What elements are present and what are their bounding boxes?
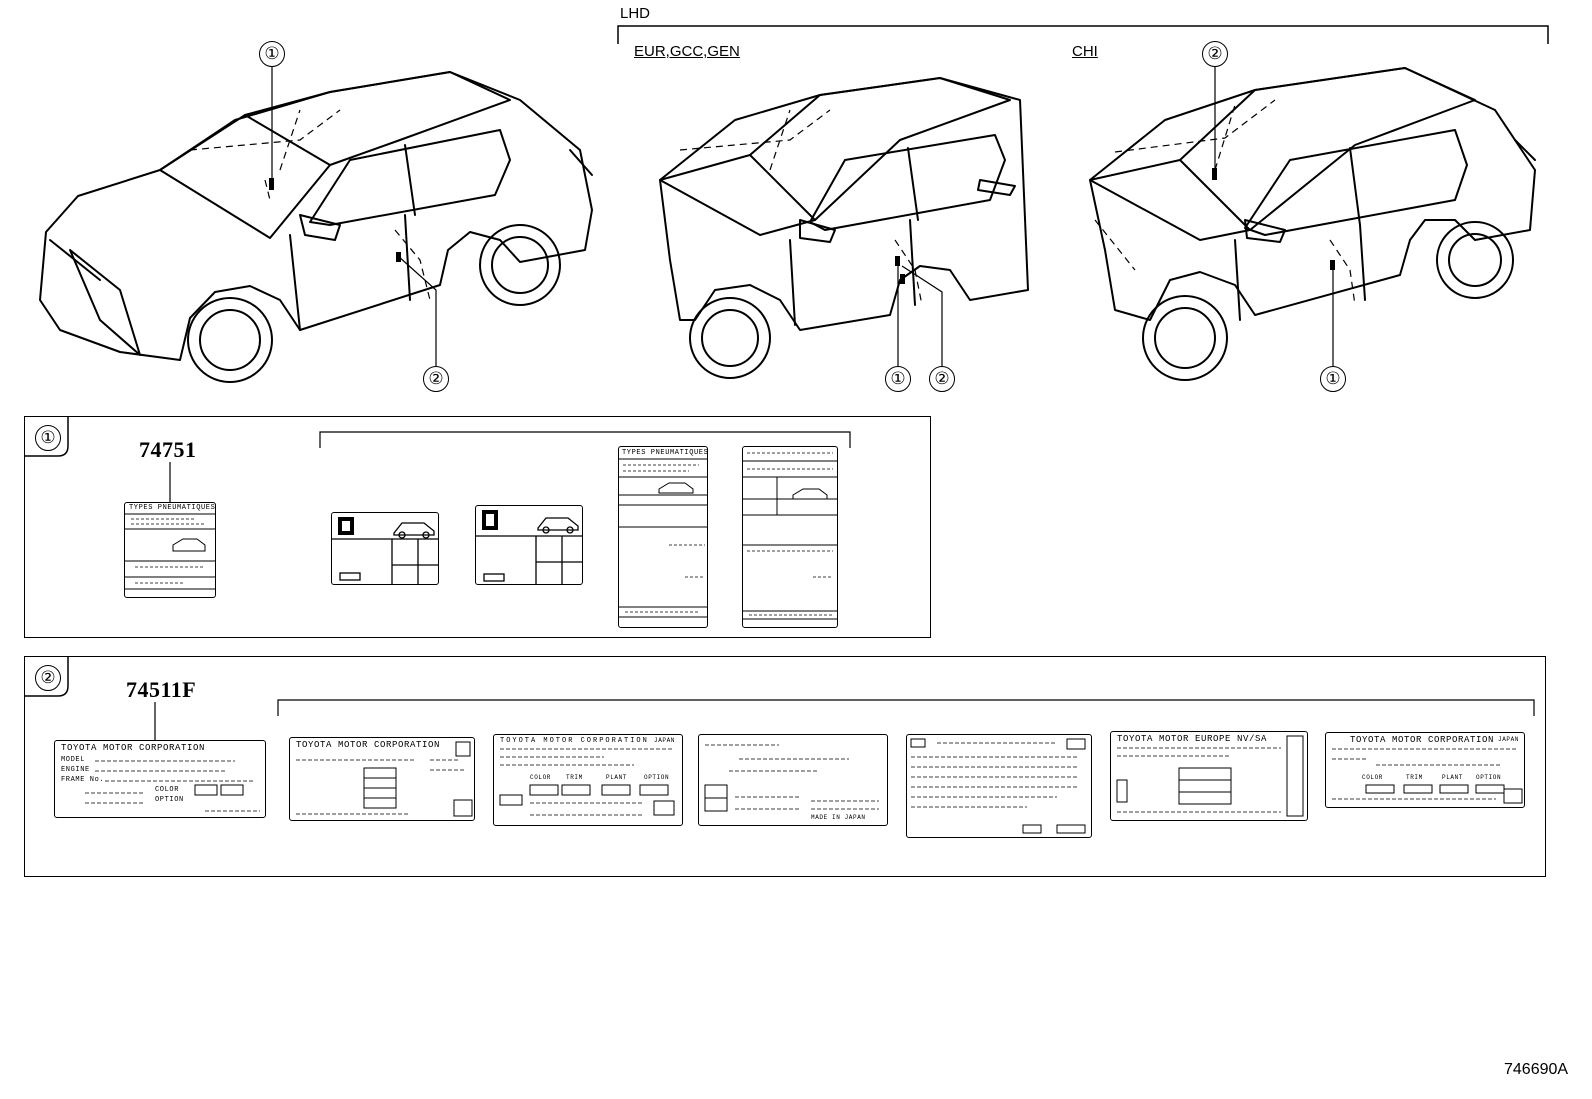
vin-label-7-option: OPTION: [1476, 774, 1502, 781]
callout-2-chi-car: ②: [1202, 41, 1228, 67]
vin-label-5: [906, 734, 1092, 838]
tire-label-tall-b: [742, 446, 838, 628]
vin-label-3-option: OPTION: [644, 774, 670, 781]
vin-label-3: TOYOTA MOTOR CORPORATION JAPAN COLOR TRI…: [493, 734, 683, 826]
lhd-bracket: [617, 25, 1549, 44]
vin-label-7-plant: PLANT: [1442, 774, 1464, 781]
tire-pictogram-label-b: [475, 505, 583, 585]
panel-2-leaders: [154, 699, 1535, 740]
panel-2-callout: ②: [35, 665, 61, 691]
tire-label-main: TYPES PNEUMATIQUES: [124, 502, 216, 598]
panel-tire-labels: [24, 416, 931, 638]
vin-label-color: COLOR: [155, 786, 180, 794]
callout-1-chi-car: ①: [1320, 366, 1346, 392]
vin-label-7-trim: TRIM: [1406, 774, 1423, 781]
vin-label-frame: FRAME No.: [61, 776, 105, 784]
car-illustration-eur: [659, 77, 1029, 379]
vin-label-4-made: MADE IN JAPAN: [811, 814, 866, 821]
vin-label-model: MODEL: [61, 756, 86, 764]
callout-1-eur-car: ①: [885, 366, 911, 392]
vin-label-europe-title: TOYOTA MOTOR EUROPE NV/SA: [1117, 734, 1268, 744]
panel-2-tab: [24, 656, 69, 697]
vin-label-3-trim: TRIM: [566, 774, 583, 781]
tire-pictogram-label-a: [331, 512, 439, 585]
vin-label-7-japan: JAPAN: [1498, 736, 1520, 743]
vin-label-2: TOYOTA MOTOR CORPORATION: [289, 737, 475, 821]
panel-vin-labels: [24, 656, 1546, 877]
vin-label-option: OPTION: [155, 796, 184, 804]
vin-label-7-title: TOYOTA MOTOR CORPORATION: [1350, 735, 1495, 745]
region-eur-gcc-gen: EUR,GCC,GEN: [634, 43, 740, 60]
panel-1-tab: [24, 416, 69, 457]
vin-label-4: MADE IN JAPAN: [698, 734, 888, 826]
part-number-74751: 74751: [139, 437, 197, 462]
part-number-74511F: 74511F: [126, 677, 197, 702]
vin-label-engine: ENGINE: [61, 766, 90, 774]
vin-label-3-plant: PLANT: [606, 774, 628, 781]
tire-label-tall-a-title: TYPES PNEUMATIQUES: [622, 449, 708, 457]
lhd-label: LHD: [620, 5, 651, 22]
vin-label-europe: TOYOTA MOTOR EUROPE NV/SA: [1110, 731, 1308, 821]
vin-label-2-title: TOYOTA MOTOR CORPORATION: [296, 740, 441, 750]
vin-label-7-color: COLOR: [1362, 774, 1384, 781]
tire-label-title: TYPES PNEUMATIQUES: [129, 504, 216, 512]
panel-1-callout: ①: [35, 425, 61, 451]
vin-label-3-japan: JAPAN: [654, 737, 676, 744]
figure-id: 746690A: [1504, 1061, 1569, 1078]
car-illustration-chi: [1089, 65, 1536, 381]
region-chi: CHI: [1072, 43, 1098, 60]
vin-label-main-title: TOYOTA MOTOR CORPORATION: [61, 743, 206, 753]
tire-label-tall-a: TYPES PNEUMATIQUES: [618, 446, 708, 628]
car-illustration-left: [39, 66, 593, 383]
callout-2-left-car: ②: [423, 366, 449, 392]
vin-label-7: TOYOTA MOTOR CORPORATION JAPAN COLOR TRI…: [1325, 732, 1525, 808]
vin-label-3-color: COLOR: [530, 774, 552, 781]
vin-label-3-title: TOYOTA MOTOR CORPORATION: [500, 737, 649, 745]
callout-1-left-car: ①: [259, 41, 285, 67]
callout-2-eur-car: ②: [929, 366, 955, 392]
vin-label-main: TOYOTA MOTOR CORPORATION MODEL ENGINE FR…: [54, 740, 266, 818]
panel-1-leaders: [169, 431, 851, 502]
